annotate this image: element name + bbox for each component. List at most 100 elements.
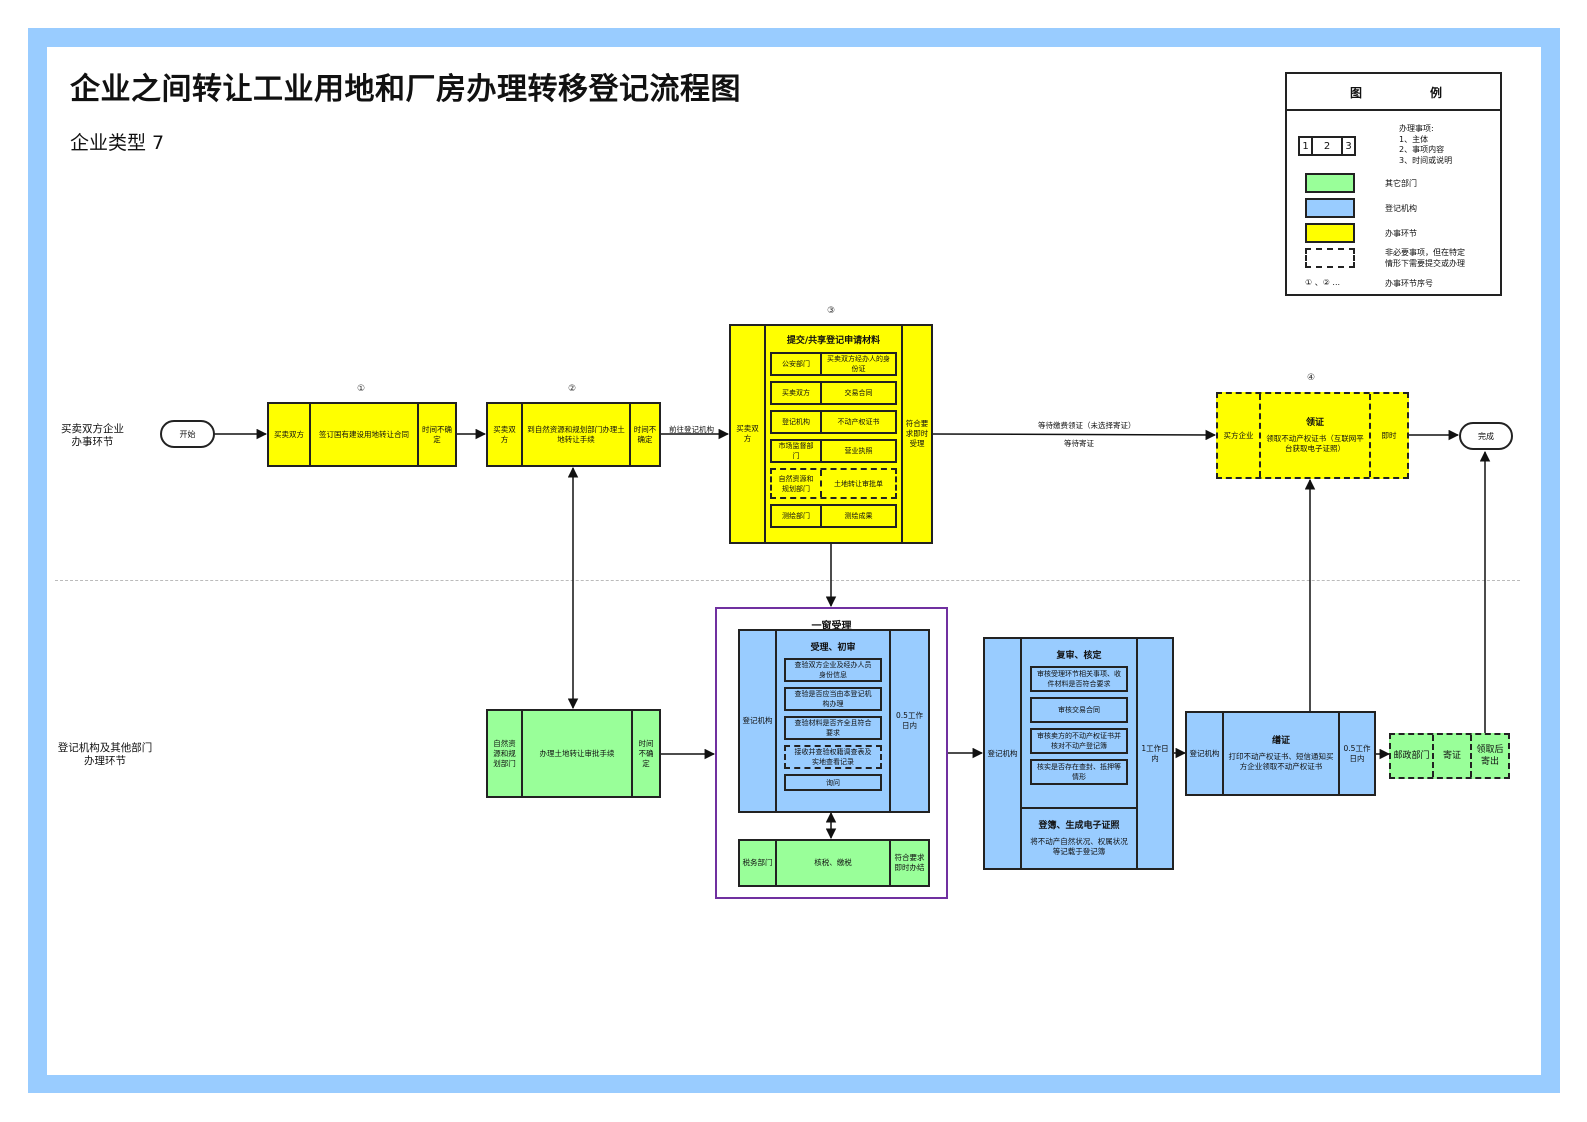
step2-subject: 买卖双方 — [493, 424, 516, 444]
tax-time: 符合要求即时办结 — [889, 841, 928, 885]
review-section: 复审、核定 审核受理环节相关事项、收件材料是否符合要求审核交易合同审核卖方的不动… — [1022, 639, 1136, 809]
lane-label-line: 买卖双方企业 — [61, 423, 124, 435]
legend-seq-sample: ① 、② ... — [1305, 278, 1341, 287]
review-subject: 登记机构 — [987, 748, 1018, 758]
legend-label-step: 办事环节 — [1385, 229, 1417, 238]
material-row: 自然资源和规划部门土地转让审批单 — [770, 468, 897, 499]
review-item: 审核卖方的不动产权证书并核对不动产登记簿 — [1030, 728, 1128, 754]
step1-time: 时间不确定 — [417, 404, 455, 465]
legend-swatch-registry — [1305, 198, 1355, 218]
certify-box[interactable]: 登记机构 缮证 打印不动产权证书、短信通知买方企业领取不动产权证书 0.5工作日… — [1185, 711, 1376, 796]
legend-title-left: 图 — [1350, 86, 1363, 100]
step1-subject: 买卖双方 — [274, 429, 304, 439]
accept-items: 查验双方企业及经办人员身份信息查验是否应当由本登记机构办理查验材料是否齐全且符合… — [784, 658, 882, 796]
accept-item: 查验材料是否齐全且符合要求 — [784, 716, 882, 740]
land-approval-box[interactable]: 自然资源和规划部门 办理土地转让审批手续 时间不确定 — [486, 709, 661, 798]
legend-header: 图 例 — [1287, 74, 1500, 111]
step1-box[interactable]: 买卖双方 签订国有建设用地转让合同 时间不确定 — [267, 402, 457, 467]
accept-subject: 登记机构 — [742, 716, 773, 725]
material-item: 买卖双方经办人的身份证 — [827, 355, 890, 373]
lane-label-line: 办事环节 — [71, 436, 114, 448]
accept-box[interactable]: 登记机构 受理、初审 查验双方企业及经办人员身份信息查验是否应当由本登记机构办理… — [738, 629, 930, 813]
step2-box[interactable]: 买卖双方 到自然资源和规划部门办理土地转让手续 时间不确定 — [486, 402, 661, 467]
certify-content: 打印不动产权证书、短信通知买方企业领取不动产权证书 — [1228, 751, 1334, 771]
accept-item: 接收并查验权籍调查表及实地查看记录 — [784, 745, 882, 769]
edge-label-wait-fee: 等待缴费领证（未选择寄证） — [1038, 421, 1136, 430]
legend-sample-cell: 2 — [1311, 138, 1343, 154]
certify-time: 0.5工作日内 — [1338, 713, 1374, 794]
step4-title: 领证 — [1305, 417, 1324, 428]
step3-materials: 提交/共享登记申请材料 公安部门买卖双方经办人的身份证买卖双方交易合同登记机构不… — [764, 326, 901, 542]
accept-time: 0.5工作日内 — [889, 631, 928, 811]
step3-time: 符合要求即时受理 — [901, 326, 931, 542]
postal-time: 领取后寄出 — [1470, 735, 1508, 777]
land-approval-content: 办理土地转让审批手续 — [521, 711, 631, 796]
material-dept: 市场监督部门 — [772, 441, 822, 461]
start-terminal: 开始 — [160, 420, 215, 448]
material-row: 买卖双方交易合同 — [770, 381, 897, 405]
legend-swatch-step — [1305, 223, 1355, 243]
materials-list: 公安部门买卖双方经办人的身份证买卖双方交易合同登记机构不动产权证书市场监督部门营… — [770, 352, 897, 533]
legend-title-right: 例 — [1430, 86, 1443, 100]
edge-label-to-registry: 前往登记机构 — [669, 425, 714, 434]
legend-optional-line: 非必要事项，但在特定 — [1385, 248, 1465, 257]
review-main: 复审、核定 审核受理环节相关事项、收件材料是否符合要求审核交易合同审核卖方的不动… — [1020, 639, 1136, 868]
certify-main: 缮证 打印不动产权证书、短信通知买方企业领取不动产权证书 — [1222, 713, 1338, 794]
legend-desc-line: 1、主体 — [1399, 134, 1429, 144]
legend-swatch-other-dept — [1305, 173, 1355, 193]
legend-desc-line: 3、时间或说明 — [1399, 155, 1453, 165]
legend-panel: 图 例 1 2 3 办理事项: 1、主体 2、事项内容 3、时间或说明 其它部门… — [1285, 72, 1502, 296]
step3-subject: 买卖双方 — [736, 424, 759, 443]
page-title: 企业之间转让工业用地和厂房办理转移登记流程图 — [70, 72, 741, 107]
legend-sample-item: 1 2 3 — [1298, 136, 1356, 156]
material-item: 测绘成果 — [844, 512, 873, 520]
review-time: 1工作日内 — [1136, 639, 1172, 868]
step2-content: 到自然资源和规划部门办理土地转让手续 — [521, 404, 629, 465]
lane-divider — [55, 580, 1520, 581]
enterprise-type-label: 企业类型 7 — [70, 132, 165, 154]
certify-subject: 登记机构 — [1189, 748, 1220, 758]
land-approval-time: 时间不确定 — [631, 711, 659, 796]
step4-subject: 买方企业 — [1223, 430, 1254, 440]
review-box[interactable]: 登记机构 复审、核定 审核受理环节相关事项、收件材料是否符合要求审核交易合同审核… — [983, 637, 1174, 870]
legend-item-desc: 办理事项: 1、主体 2、事项内容 3、时间或说明 — [1399, 124, 1452, 166]
review-item: 审核受理环节相关事项、收件材料是否符合要求 — [1030, 666, 1128, 692]
step4-main: 领证 领取不动产权证书（互联网平台获取电子证照） — [1259, 394, 1369, 477]
material-row: 公安部门买卖双方经办人的身份证 — [770, 352, 897, 376]
step3-box[interactable]: 买卖双方 提交/共享登记申请材料 公安部门买卖双方经办人的身份证买卖双方交易合同… — [729, 324, 933, 544]
accept-title: 受理、初审 — [810, 643, 856, 653]
postal-box[interactable]: 邮政部门 寄证 领取后寄出 — [1389, 733, 1510, 779]
postal-subject: 邮政部门 — [1393, 751, 1430, 761]
material-row: 登记机构 不动产权证书 — [770, 410, 897, 434]
postal-content: 寄证 — [1432, 735, 1470, 777]
legend-desc-line: 办理事项: — [1399, 124, 1434, 133]
tax-box[interactable]: 税务部门 核税、缴税 符合要求即时办结 — [738, 839, 930, 887]
step3-title: 提交/共享登记申请材料 — [786, 336, 881, 346]
step4-box[interactable]: 买方企业 领证 领取不动产权证书（互联网平台获取电子证照） 即时 — [1216, 392, 1409, 479]
material-dept: 公安部门 — [772, 354, 822, 374]
material-row: 测绘部门 测绘成果 — [770, 504, 897, 528]
legend-desc-line: 2、事项内容 — [1399, 145, 1445, 154]
material-dept: 测绘部门 — [772, 506, 822, 526]
legend-optional-line: 情形下需要提交或办理 — [1385, 258, 1465, 268]
material-item: 不动产权证书 — [837, 418, 880, 426]
legend-sample-cell: 3 — [1345, 140, 1352, 152]
step4-content: 领取不动产权证书（互联网平台获取电子证照） — [1266, 433, 1364, 453]
material-row: 市场监督部门 营业执照 — [770, 439, 897, 463]
legend-swatch-optional — [1305, 248, 1355, 268]
step-number-2: ② — [568, 384, 577, 394]
step4-time: 即时 — [1369, 394, 1407, 477]
step2-time: 时间不确定 — [629, 404, 659, 465]
legend-label-registry: 登记机构 — [1385, 204, 1417, 213]
material-dept: 登记机构 — [772, 412, 822, 432]
material-item: 土地转让审批单 — [834, 479, 883, 488]
material-item: 营业执照 — [844, 447, 873, 455]
lane-label-line: 登记机构及其他部门 — [57, 742, 153, 754]
tax-content: 核税、缴税 — [775, 841, 889, 885]
end-terminal: 完成 — [1459, 422, 1513, 450]
record-section: 登簿、生成电子证照 将不动产自然状况、权属状况等记载于登记簿 — [1022, 809, 1136, 868]
review-items: 审核受理环节相关事项、收件材料是否符合要求审核交易合同审核卖方的不动产权证书并核… — [1030, 666, 1128, 790]
legend-label-seq: 办事环节序号 — [1385, 279, 1433, 288]
review-item: 审核交易合同 — [1030, 697, 1128, 723]
legend-label-optional: 非必要事项，但在特定 情形下需要提交或办理 — [1385, 248, 1465, 269]
